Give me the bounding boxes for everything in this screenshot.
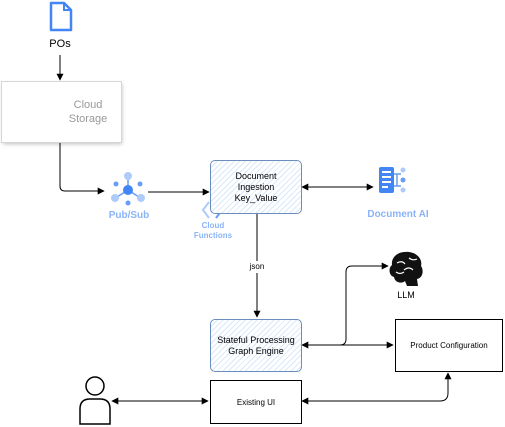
json-edge-label: json [249,262,265,271]
existing-ui-label: Existing UI [236,397,276,407]
product-configuration-label: Product Configuration [410,341,488,350]
document-ai-label: Document AI [367,209,429,220]
pos-label: POs [49,38,71,50]
product-configuration-node[interactable]: Product Configuration [395,319,503,372]
cloud-storage-label-line1: Cloud [73,99,103,111]
edge-ui-product [301,372,452,405]
llm-label: LLM [397,290,415,300]
stateful-line1: Stateful Processing [217,334,295,345]
stateful-line2: Graph Engine [228,345,284,356]
person-icon [79,376,111,425]
existing-ui-node[interactable]: Existing UI [210,380,302,424]
document-icon [49,1,73,32]
cloud-storage-node[interactable]: Cloud Storage [2,82,121,142]
cloud-storage-label-line2: Storage [68,113,108,125]
cloud-functions-line1: Cloud [201,221,225,230]
document-ingestion-text: Document Ingestion Key_Value [235,171,278,204]
pubsub-icon [111,172,145,206]
cloud-functions-line2: Functions [193,231,233,240]
stateful-processing-text: Stateful Processing Graph Engine [217,335,295,357]
ingestion-line3: Key_Value [234,192,278,203]
document-ingestion-node[interactable]: Document Ingestion Key_Value [210,160,302,214]
pubsub-label: Pub/Sub [108,210,150,221]
json-label-bg [246,261,268,273]
stateful-processing-node[interactable]: Stateful Processing Graph Engine [210,319,302,372]
ingestion-line1: Document [235,170,277,181]
ingestion-line2: Ingestion [237,181,275,192]
document-ai-icon [379,167,406,193]
edge-storage-to-pubsub [59,143,105,195]
edge-stateful-llm [301,262,389,349]
cloud-functions-label: Cloud Functions [186,221,240,241]
brain-icon [389,251,423,286]
cloud-storage-label: Cloud Storage [58,98,118,126]
